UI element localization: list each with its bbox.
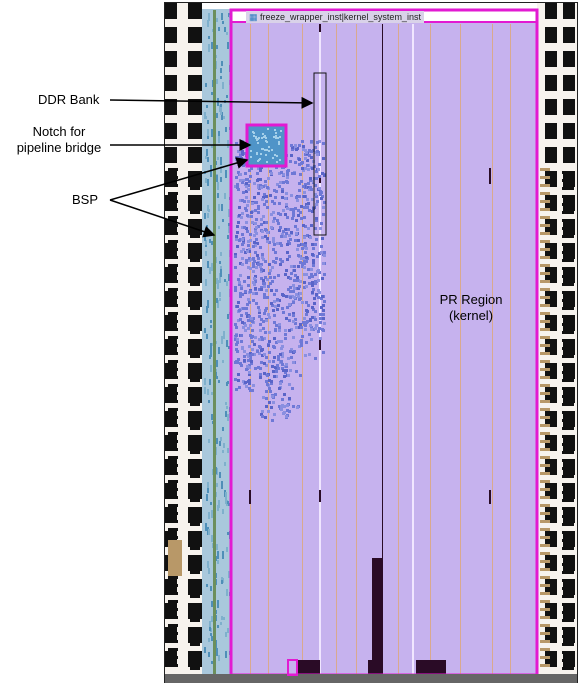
bottom-strip bbox=[165, 674, 577, 683]
bottom-io-block-4 bbox=[368, 660, 382, 674]
pr-label-line1: PR Region bbox=[439, 292, 503, 307]
pr-resource-columns bbox=[249, 24, 511, 674]
bsp-routing-line bbox=[213, 10, 216, 675]
bottom-io-block-1 bbox=[372, 558, 382, 674]
memory-column bbox=[412, 24, 414, 674]
bsp-arrow-lower bbox=[109, 199, 216, 238]
clock-column bbox=[382, 24, 383, 674]
notch-logic bbox=[250, 128, 282, 163]
pr-instance-name: freeze_wrapper_inst|kernel_system_inst bbox=[260, 12, 421, 22]
pr-region[interactable] bbox=[231, 22, 537, 675]
ddr-arrow bbox=[109, 96, 314, 109]
notch-label-line1: Notch for bbox=[32, 124, 86, 139]
notch-label-line2: pipeline bridge bbox=[16, 140, 102, 155]
bottom-io-block-3 bbox=[416, 660, 446, 674]
bottom-io-block-2 bbox=[296, 660, 320, 674]
ddr-bank-outline bbox=[313, 72, 327, 236]
left-io-column bbox=[165, 3, 220, 675]
bsp-logic bbox=[204, 10, 231, 675]
bsp-label: BSP bbox=[72, 192, 99, 207]
pr-region-label: PR Region (kernel) bbox=[420, 292, 522, 324]
hierarchy-icon: ▦ bbox=[249, 12, 258, 22]
notch-label: Notch for pipeline bridge bbox=[8, 124, 110, 156]
pr-region-title[interactable]: ▦ freeze_wrapper_inst|kernel_system_inst bbox=[246, 11, 424, 23]
bsp-arrow-upper bbox=[109, 157, 249, 201]
ddr-bank-label: DDR Bank bbox=[38, 92, 100, 107]
bottom-notch bbox=[287, 659, 298, 676]
io-accent-block bbox=[168, 540, 182, 576]
pr-label-line2: (kernel) bbox=[448, 308, 494, 323]
